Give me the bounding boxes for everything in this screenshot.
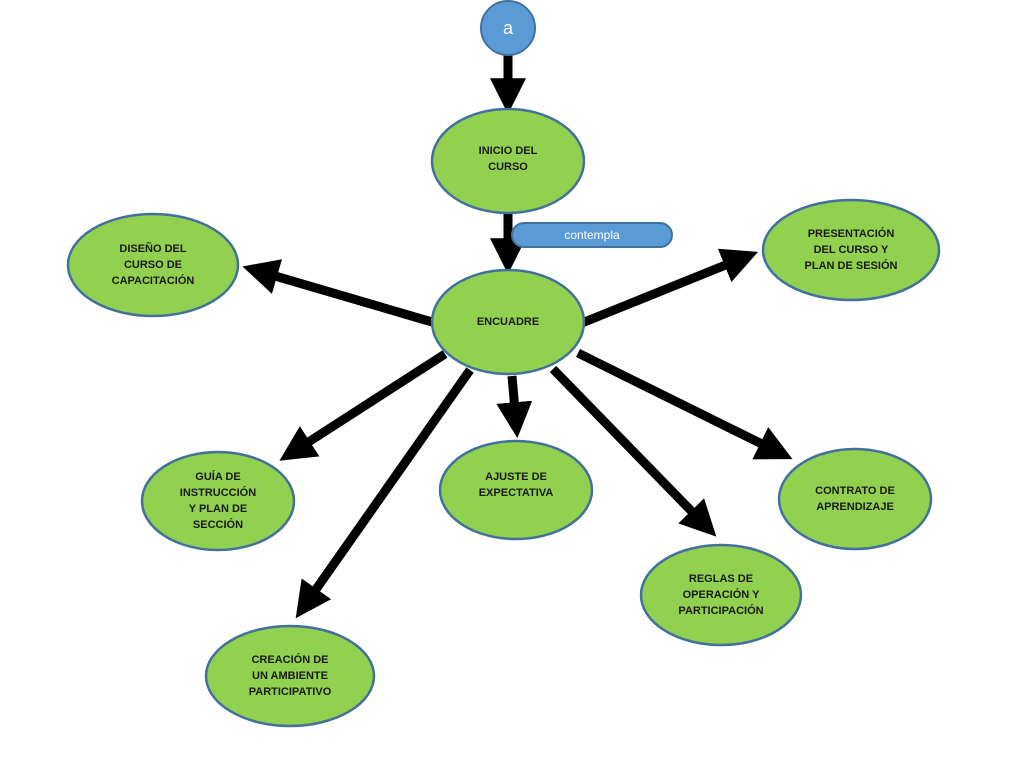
node-shape-contrato [777, 447, 933, 551]
node-shape-inicio [430, 107, 586, 215]
start-connector-circle [480, 0, 536, 56]
node-guia-de-instruccion: GUÍA DE INSTRUCCIÓN Y PLAN DE SECCIÓN [179, 471, 257, 531]
connector-label-pill [511, 222, 673, 248]
node-reglas-de-operacion: REGLAS DE OPERACIÓN Y PARTICIPACIÓN [678, 573, 764, 617]
arrow-encuadre-to-ajuste [496, 375, 533, 439]
node-shape-ajuste [438, 439, 594, 541]
arrow-encuadre-to-contrato [576, 348, 793, 460]
node-ajuste-de-expectativa: AJUSTE DE EXPECTATIVA [478, 471, 554, 499]
node-shape-creacion [204, 624, 376, 728]
node-presentacion-del-curso: PRESENTACIÓN DEL CURSO Y PLAN DE SESIÓN [804, 228, 898, 272]
start-label: a [502, 18, 513, 38]
node-shape-diseno [66, 212, 240, 318]
node-shape-encuadre [430, 268, 586, 376]
node-diseno-del-curso: DISEÑO DEL CURSO DE CAPACITACIÓN [111, 243, 195, 287]
node-contrato-de-aprendizaje: CONTRATO DE APRENDIZAJE [815, 485, 895, 513]
node-encuadre: ENCUADRE [476, 316, 540, 328]
node-shape-reglas [639, 543, 803, 647]
arrow-encuadre-to-guia [279, 350, 448, 461]
node-inicio-del-curso: INICIO DEL CURSO [478, 145, 538, 173]
node-shape-guia [140, 450, 296, 552]
arrow-encuadre-to-diseno [242, 259, 434, 327]
arrow-encuadre-to-presentacion [575, 248, 759, 330]
node-shape-presentacion [761, 198, 941, 302]
arrow-encuadre-to-reglas [549, 365, 717, 537]
connector-label: contempla [564, 228, 620, 242]
node-creacion-de-ambiente: CREACIÓN DE UN AMBIENTE PARTICIPATIVO [248, 654, 332, 698]
arrow-encuadre-to-creacion [295, 367, 474, 619]
